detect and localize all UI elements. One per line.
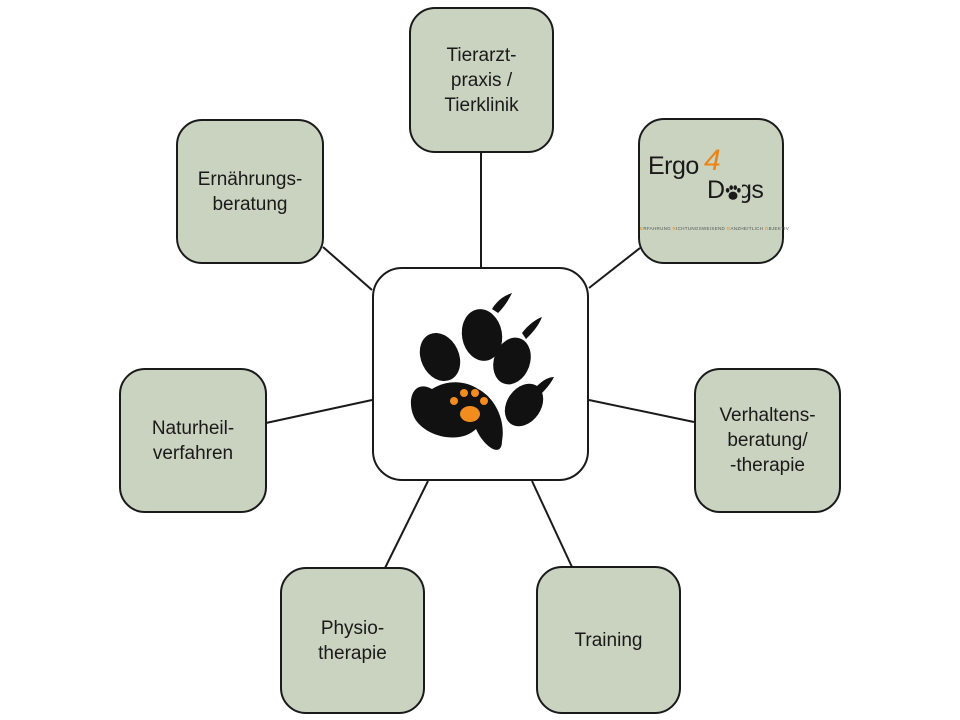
tag-rest-2: ICHTUNGSWEISEND xyxy=(676,226,726,231)
link-physio xyxy=(384,480,429,569)
paw-o-icon xyxy=(724,184,742,202)
dog-paw-icon xyxy=(410,293,554,450)
link-ernaehrung xyxy=(322,246,373,291)
link-training xyxy=(531,480,573,568)
node-physio-line1: Physio- xyxy=(320,617,385,639)
tag-initial-4: O xyxy=(764,226,769,231)
node-tierarzt: Tierarzt- praxis / Tierklinik xyxy=(409,7,554,153)
tag-initial-3: G xyxy=(726,226,731,231)
node-ernaehrung: Ernährungs- beratung xyxy=(176,119,324,264)
node-training-line1: Training xyxy=(574,629,643,651)
node-verhalten: Verhaltens- beratung/ -therapie xyxy=(694,368,841,513)
link-verhalten xyxy=(588,399,695,423)
logo-four: 4 xyxy=(704,144,721,177)
node-verhalten-line1: Verhaltens- xyxy=(719,405,816,426)
link-logo xyxy=(588,247,641,289)
node-verhalten-line2: beratung/ xyxy=(727,430,808,451)
node-verhalten-line3: -therapie xyxy=(730,455,805,476)
node-naturheil-line1: Naturheil- xyxy=(151,417,235,439)
node-tierarzt-line3: Tierklinik xyxy=(444,94,519,116)
node-tierarzt-line1: Tierarzt- xyxy=(446,44,517,66)
node-tierarzt-line2: praxis / xyxy=(450,69,513,91)
tag-rest-3: ANZHEITLICH xyxy=(730,226,764,231)
node-logo: Ergo 4 Dogs ERFAHRUNG RICHTUNGSWEISEND G… xyxy=(638,118,789,264)
ergo4dogs-logo: Ergo 4 Dogs ERFAHRUNG RICHTUNGSWEISEND G… xyxy=(640,120,789,262)
center-paw-box xyxy=(372,267,589,481)
tag-rest-4: BJEKTIV xyxy=(768,226,790,231)
tag-initial-1: E xyxy=(640,226,644,231)
tag-initial-2: R xyxy=(672,226,677,231)
node-naturheil: Naturheil- verfahren xyxy=(119,368,267,513)
node-ernaehrung-line1: Ernährungs- xyxy=(197,168,303,190)
logo-tagline: ERFAHRUNG RICHTUNGSWEISEND GANZHEITLICH … xyxy=(640,216,789,241)
link-naturheil xyxy=(265,399,373,424)
node-training: Training xyxy=(536,566,681,714)
tag-rest-1: RFAHRUNG xyxy=(643,226,671,231)
node-physio-line2: therapie xyxy=(318,642,387,664)
logo-word-ergo: Ergo xyxy=(648,152,699,180)
node-naturheil-line2: verfahren xyxy=(152,442,234,464)
node-ernaehrung-line2: beratung xyxy=(212,193,288,215)
node-physio: Physio- therapie xyxy=(280,567,425,714)
